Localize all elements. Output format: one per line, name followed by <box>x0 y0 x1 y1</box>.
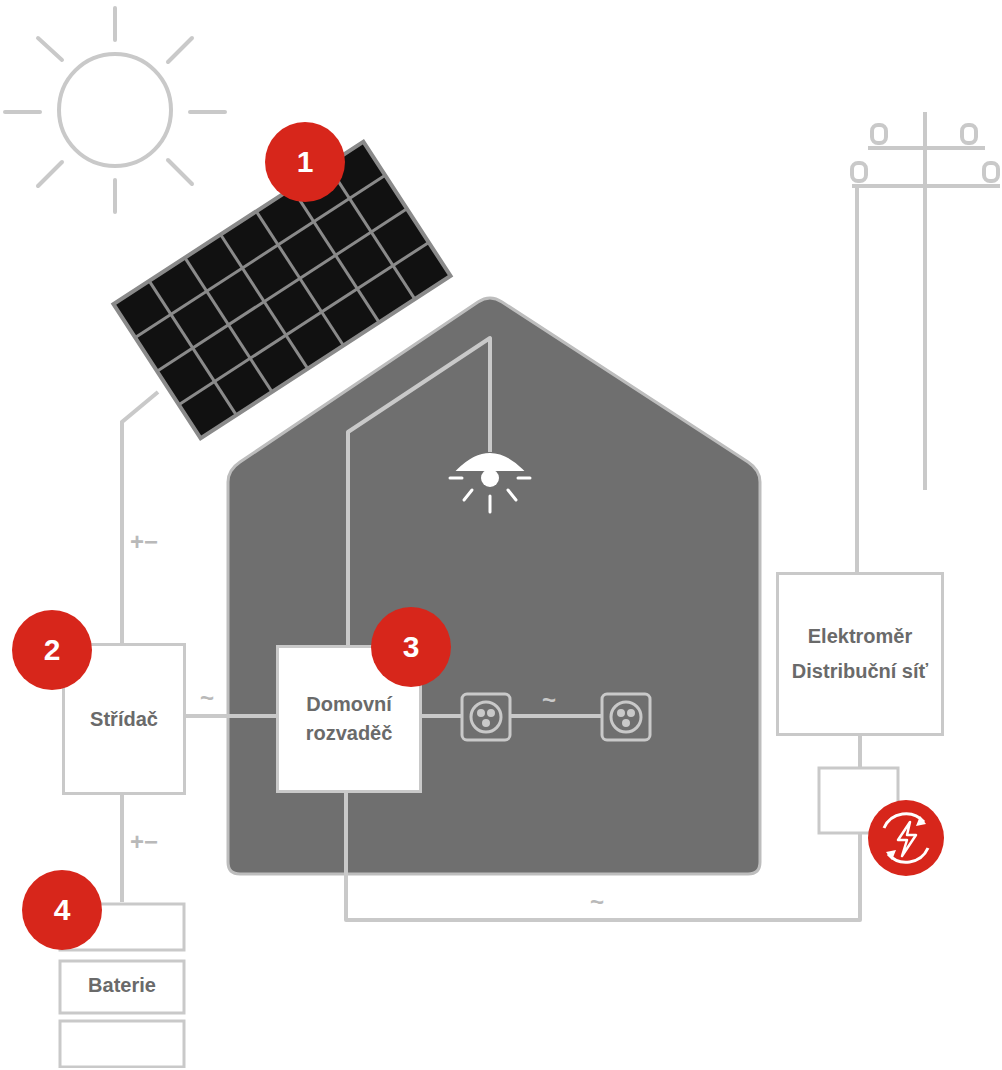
node-label: Baterie <box>88 971 156 1000</box>
dc-symbol: +− <box>130 530 158 554</box>
sun <box>5 8 225 212</box>
panel-cell-line <box>179 242 429 404</box>
ac-symbol: ~ <box>590 890 604 914</box>
dc-symbol: +− <box>130 830 158 854</box>
battery-cell <box>60 1021 184 1067</box>
lamp <box>450 454 530 512</box>
callout-number: 1 <box>265 122 345 202</box>
meter-grid-box: ElektroměrDistribuční síť <box>776 572 944 736</box>
socket-wire <box>418 714 625 718</box>
callout-number: 4 <box>22 870 102 950</box>
panel-wire <box>122 392 158 645</box>
lamp-wire <box>348 338 490 647</box>
power-pole <box>852 112 1000 574</box>
battery-cell <box>60 961 184 1013</box>
panel-cell-line <box>157 209 407 371</box>
panel-cell-line <box>135 175 385 337</box>
grid-icon <box>868 800 944 876</box>
meter-label: Elektroměr <box>808 622 913 651</box>
node-label: Střídač <box>90 705 158 734</box>
ac-symbol: ~ <box>542 688 556 712</box>
grid-label: Distribuční síť <box>792 657 928 686</box>
ac-symbol: ~ <box>200 686 214 710</box>
callout-number: 3 <box>371 607 451 687</box>
wire-connector <box>346 736 860 920</box>
wire-connector <box>186 714 276 718</box>
node-label: Domovní rozvaděč <box>289 690 409 748</box>
callout-number: 2 <box>12 610 92 690</box>
wire-connector <box>120 795 124 902</box>
house <box>228 298 760 874</box>
